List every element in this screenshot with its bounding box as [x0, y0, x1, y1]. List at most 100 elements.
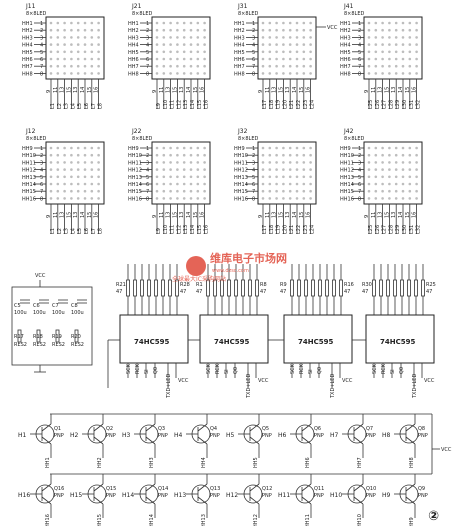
- led-dot: [203, 153, 206, 157]
- led-dot: [83, 57, 87, 61]
- resistor-body: [147, 279, 151, 297]
- led-dot: [302, 50, 306, 54]
- led-dot: [388, 64, 391, 68]
- led-dot: [196, 189, 200, 193]
- col-pin-label: L15: [197, 100, 203, 109]
- led-dot: [367, 197, 371, 200]
- led-dot: [56, 36, 60, 39]
- col-pin-number: 15: [172, 87, 178, 93]
- transistor-ref: Q7: [366, 426, 373, 432]
- led-dot: [196, 72, 200, 75]
- transistor-emitter: [197, 423, 208, 432]
- led-dot: [367, 36, 371, 39]
- led-dot: [155, 146, 159, 150]
- led-dot: [162, 21, 166, 25]
- transistor-output-label: HH4: [201, 457, 207, 468]
- col-pin-number: 13: [73, 212, 79, 218]
- led-dot: [261, 182, 265, 186]
- transistor-ref: Q13: [210, 486, 220, 492]
- col-pin-number: 11: [265, 212, 271, 218]
- col-pin-number: 16: [94, 87, 100, 93]
- row-pin-label: HH13: [22, 175, 36, 181]
- led-dot: [367, 153, 371, 157]
- led-dot: [309, 43, 312, 46]
- col-pin-label: L1: [50, 103, 56, 109]
- resistor-body: [17, 329, 22, 343]
- row-pin-label: HH2: [340, 28, 351, 34]
- led-dot: [275, 72, 278, 75]
- col-pin-label: L5: [77, 228, 83, 234]
- led-dot: [189, 43, 193, 46]
- led-dot: [401, 197, 405, 200]
- matrix-ref: J42: [343, 128, 354, 135]
- chip-label: 74HC595: [214, 338, 249, 346]
- resistor-value: 47: [344, 289, 350, 295]
- row-pin-number: 5: [252, 175, 255, 181]
- psu-vcc-label: VCC: [35, 273, 46, 279]
- led-dot: [49, 153, 53, 157]
- col-pin-label: L28: [388, 100, 394, 109]
- transistor-collector: [41, 496, 52, 505]
- matrix-part: 8×8LED: [344, 11, 364, 17]
- cap-ref: C6: [33, 303, 40, 309]
- shift-register-j4: R2147R2847J4CON2474HC595SCKRCKSIQ0TXD+LE…: [116, 264, 190, 399]
- led-dot: [162, 175, 166, 179]
- transistor-collector: [197, 436, 208, 445]
- led-dot: [169, 72, 172, 75]
- transistor-type: PNP: [158, 433, 168, 439]
- led-dot: [374, 36, 378, 39]
- led-dot: [182, 36, 186, 39]
- led-dot: [261, 28, 265, 32]
- chip-pin-label: Q0: [399, 367, 405, 374]
- led-dot: [268, 36, 272, 39]
- col-pin-number: 14: [80, 212, 86, 218]
- transistor-ref: Q8: [418, 426, 425, 432]
- matrix-body: [363, 141, 423, 205]
- transistor-collector: [249, 496, 260, 505]
- led-dot: [401, 21, 405, 25]
- led-dot: [189, 57, 193, 61]
- col-pin-label: L12: [176, 225, 182, 234]
- led-dot: [162, 72, 166, 75]
- col-pin-label: L31: [409, 225, 415, 234]
- row-pin-number: 3: [40, 35, 43, 41]
- led-dot: [302, 153, 306, 157]
- row-pin-label: HH4: [340, 43, 351, 49]
- col-pin-label: L2: [57, 228, 63, 234]
- led-dot: [408, 146, 412, 150]
- col-pin-label: L14: [190, 225, 196, 234]
- led-dot: [309, 168, 312, 171]
- led-dot: [56, 57, 60, 61]
- col-pin-number: 13: [73, 87, 79, 93]
- row-pin-number: 4: [358, 43, 361, 49]
- led-dot: [176, 168, 179, 171]
- led-dot: [374, 57, 378, 61]
- led-dot: [97, 72, 100, 75]
- led-dot: [155, 189, 159, 193]
- led-dot: [49, 72, 53, 75]
- row-pin-label: HH14: [234, 182, 248, 188]
- col-pin-number: 9: [46, 215, 52, 218]
- row-pin-label: HH8: [22, 71, 33, 77]
- resistor-value: 47: [116, 289, 122, 295]
- led-dot: [49, 146, 53, 150]
- led-dot: [367, 72, 371, 75]
- row-pin-number: 1: [358, 21, 361, 27]
- resistor-body: [297, 279, 301, 297]
- row-pin-label: HH11: [128, 160, 142, 166]
- led-dot: [268, 168, 272, 171]
- led-dot: [70, 175, 73, 179]
- led-dot: [182, 146, 186, 150]
- transistor-ref: Q3: [158, 426, 165, 432]
- led-dot: [176, 36, 179, 39]
- transistor-output-label: HH15: [97, 514, 103, 526]
- led-dot: [388, 43, 391, 46]
- transistor-emitter: [41, 483, 52, 492]
- transistor-output-label: HH1: [45, 457, 51, 468]
- led-dot: [49, 168, 53, 171]
- transistor-base-label: H16: [18, 492, 30, 499]
- led-dot: [401, 168, 405, 171]
- transistor-type: PNP: [158, 493, 168, 499]
- led-dot: [90, 153, 94, 157]
- row-pin-number: 1: [146, 21, 149, 27]
